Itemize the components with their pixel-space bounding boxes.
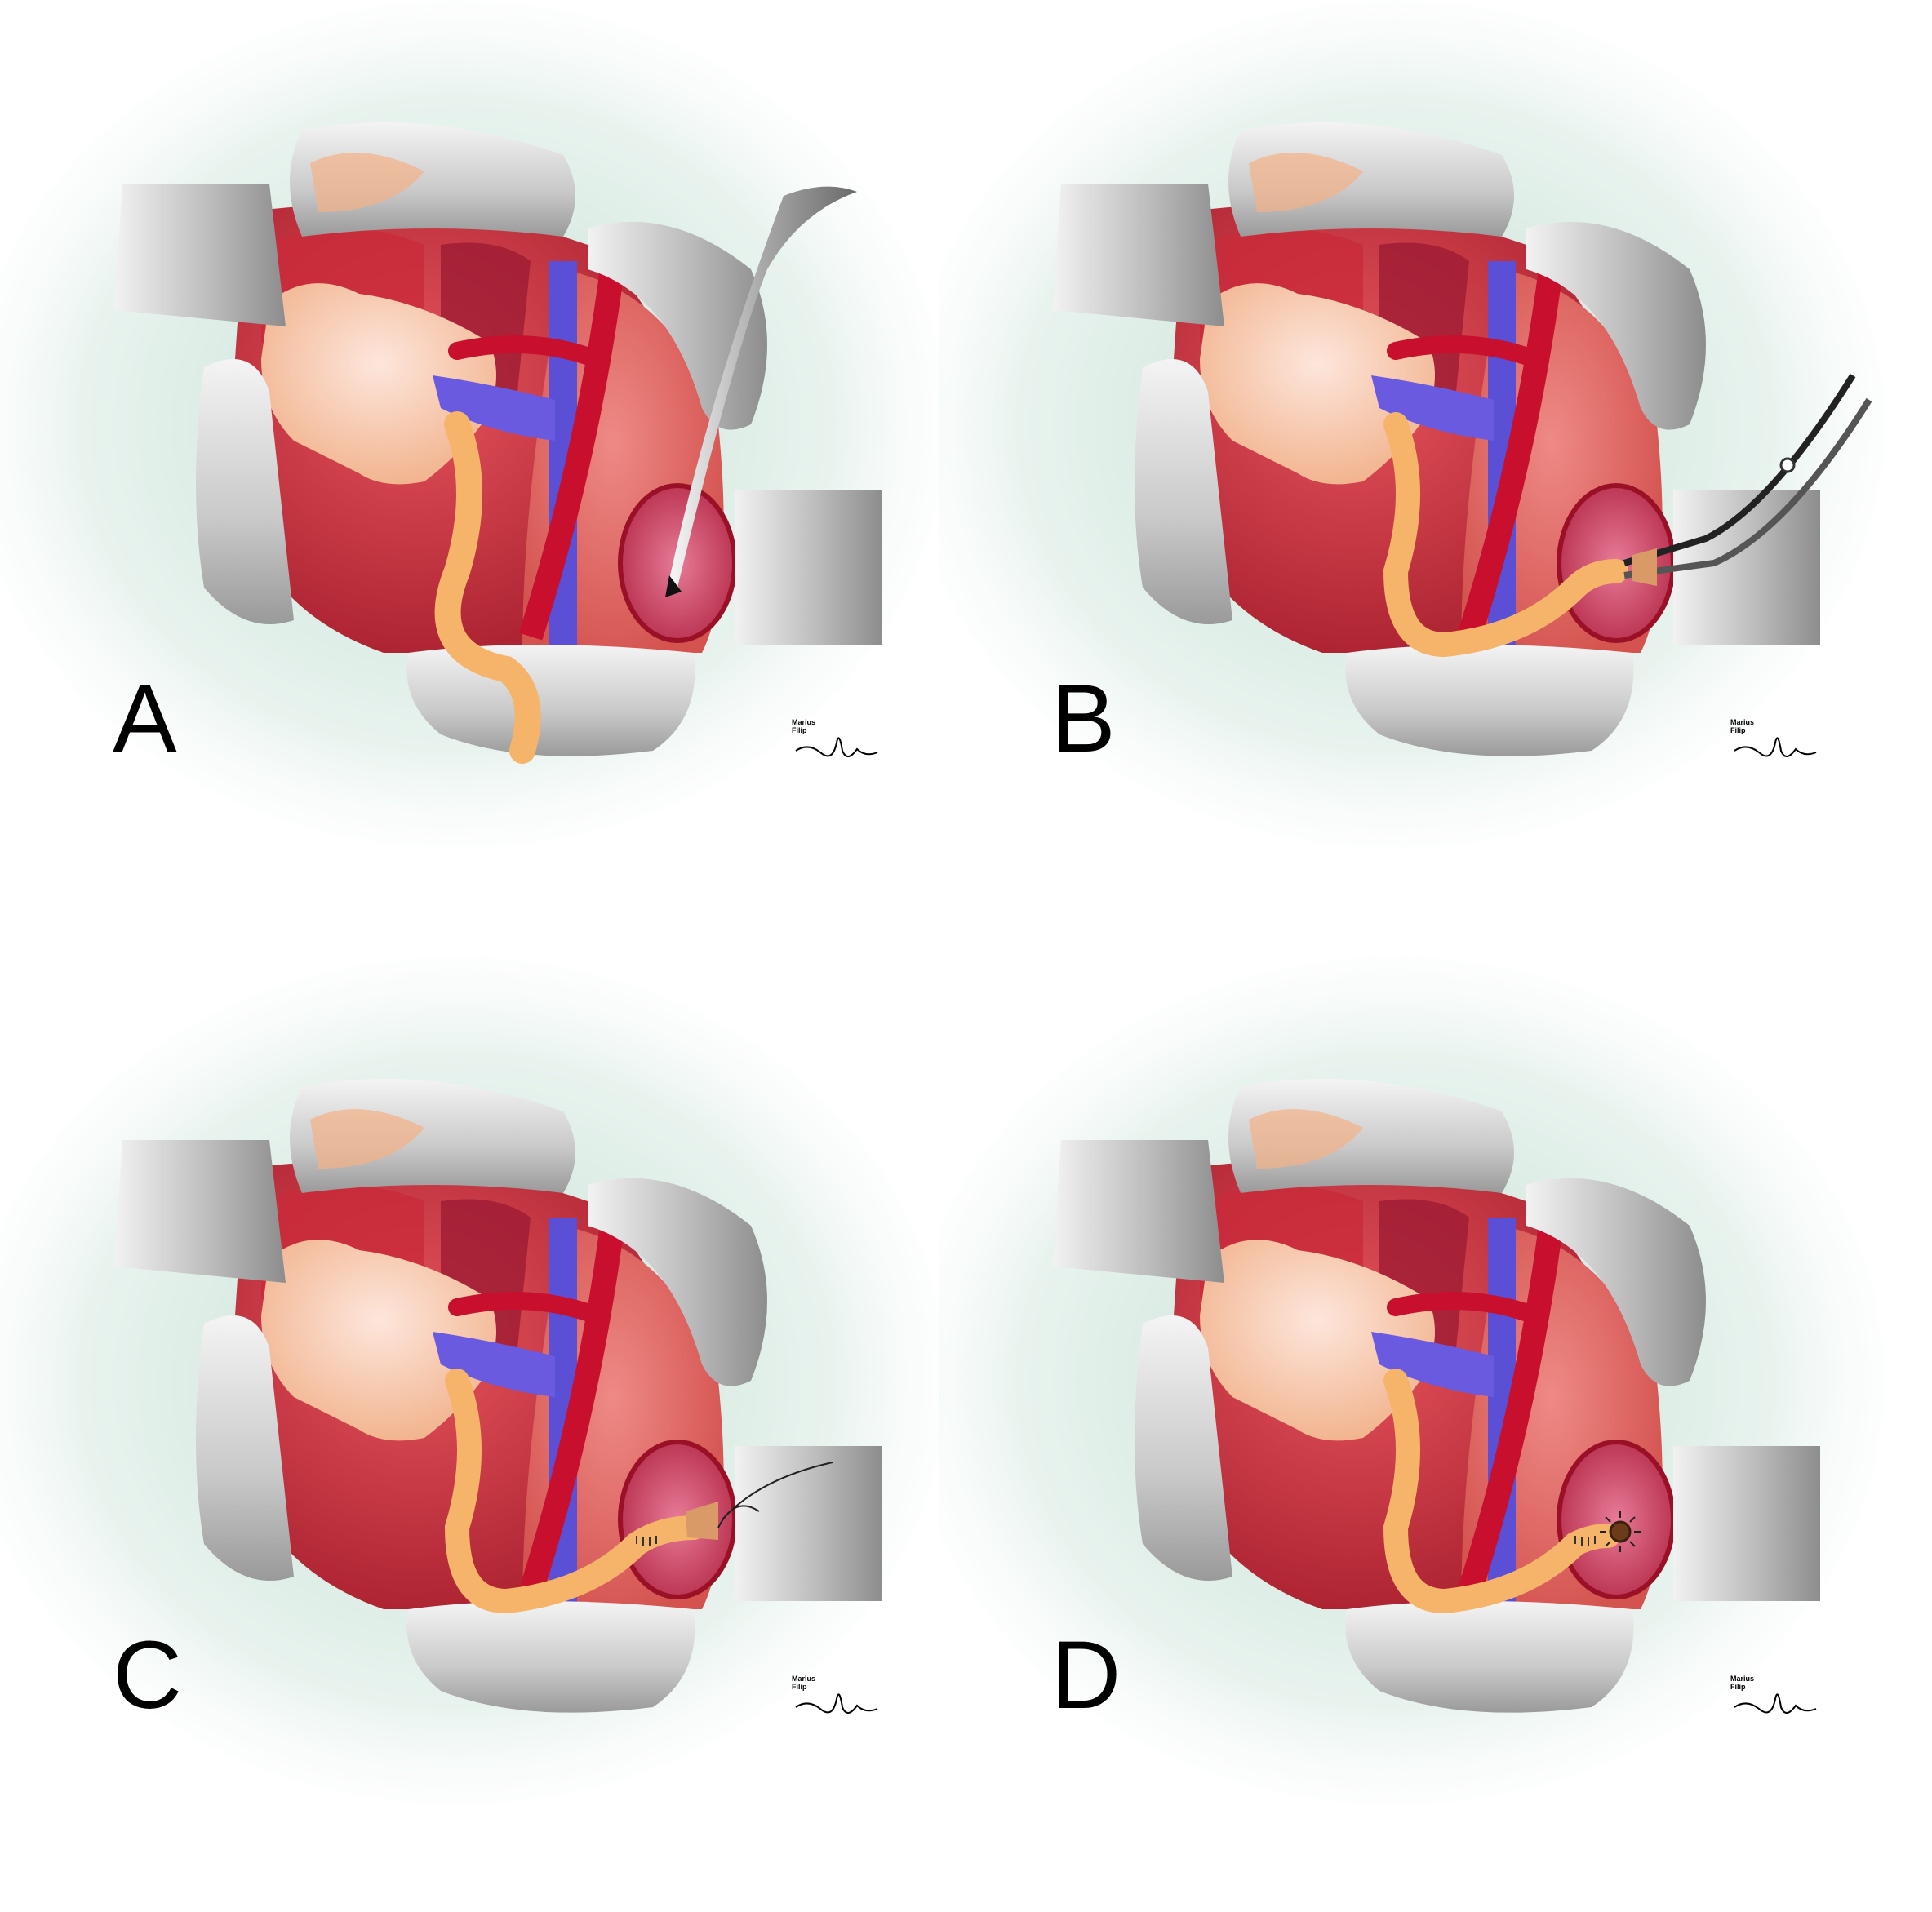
surgical-illustration-d (939, 956, 1904, 1912)
ureter (444, 1369, 706, 1614)
surgical-illustration-b (939, 0, 1904, 956)
panel-label: C (113, 1621, 183, 1729)
scalpel-icon (669, 186, 857, 588)
signature-scribble (795, 737, 878, 757)
surgical-illustration-a (0, 0, 966, 956)
signature-scribble (795, 1693, 878, 1714)
forceps-icon (1623, 373, 1872, 586)
surgical-illustration-c (0, 956, 966, 1912)
signature-scribble (1734, 737, 1817, 757)
panel-label: A (113, 665, 177, 773)
stitches-icon (1574, 1536, 1596, 1546)
ureter (1383, 412, 1628, 658)
panel-label: B (1051, 665, 1116, 773)
panel-label: D (1051, 1621, 1121, 1729)
neo-orifice-icon (1600, 1511, 1641, 1552)
stitches-icon (636, 1536, 657, 1546)
ureter (434, 411, 541, 764)
signature-scribble (1734, 1693, 1817, 1714)
ureter-stump (686, 1502, 718, 1540)
